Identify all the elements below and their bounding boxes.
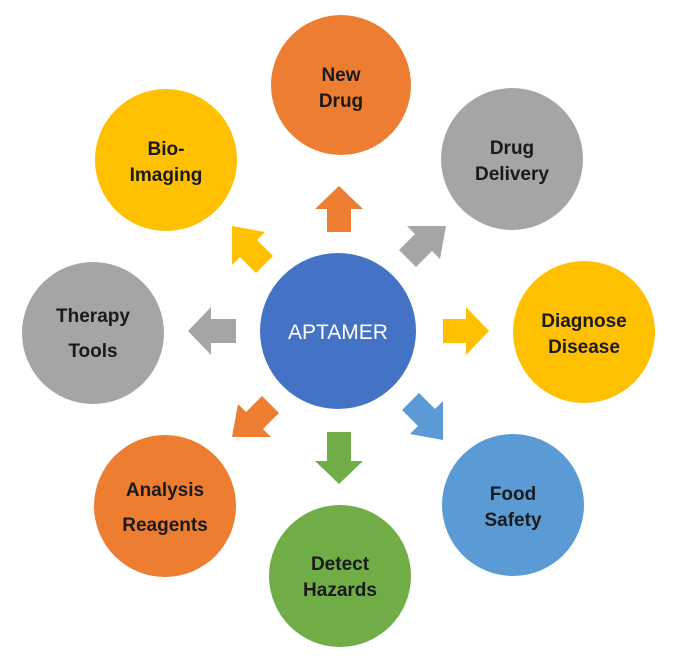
arrow-drug-delivery [399,226,446,267]
node-label: Analysis [126,480,204,501]
node-bio-imaging: Bio- Imaging [95,89,237,231]
node-circle [22,262,164,404]
node-circle [269,505,411,647]
node-new-drug: New Drug [271,15,411,155]
node-label: Imaging [130,165,203,186]
node-label: Reagents [122,515,208,536]
node-drug-delivery: Drug Delivery [441,88,583,230]
node-circle [442,434,584,576]
node-label: Delivery [475,164,549,185]
arrow-bio-imaging [232,226,273,273]
arrow-therapy-tools [188,307,236,355]
node-label: Food [490,484,536,505]
node-label: Detect [311,554,370,575]
node-label: Safety [484,510,541,531]
node-label: Tools [68,341,117,362]
node-diagnose-disease: Diagnose Disease [513,261,655,403]
arrow-detect-hazards [315,432,363,484]
node-therapy-tools: Therapy Tools [22,262,164,404]
node-label: Therapy [56,306,130,327]
arrow-food-safety [402,393,443,440]
node-label: Diagnose [541,311,627,332]
node-circle [95,89,237,231]
node-label: Bio- [148,139,185,160]
node-circle [513,261,655,403]
node-circle [271,15,411,155]
arrow-new-drug [315,186,363,232]
center-label: APTAMER [288,321,388,344]
arrows [188,186,489,484]
node-label: New [321,65,360,86]
node-label: Drug [319,91,363,112]
arrow-analysis-reagents [232,396,279,437]
center-circle [260,253,416,409]
node-food-safety: Food Safety [442,434,584,576]
arrow-diagnose-disease [443,307,489,355]
node-circle [94,435,236,577]
node-label: Drug [490,138,534,159]
node-label: Hazards [303,580,377,601]
center-node: APTAMER [260,253,416,409]
node-circle [441,88,583,230]
node-label: Disease [548,337,620,358]
node-detect-hazards: Detect Hazards [269,505,411,647]
node-analysis-reagents: Analysis Reagents [94,435,236,577]
